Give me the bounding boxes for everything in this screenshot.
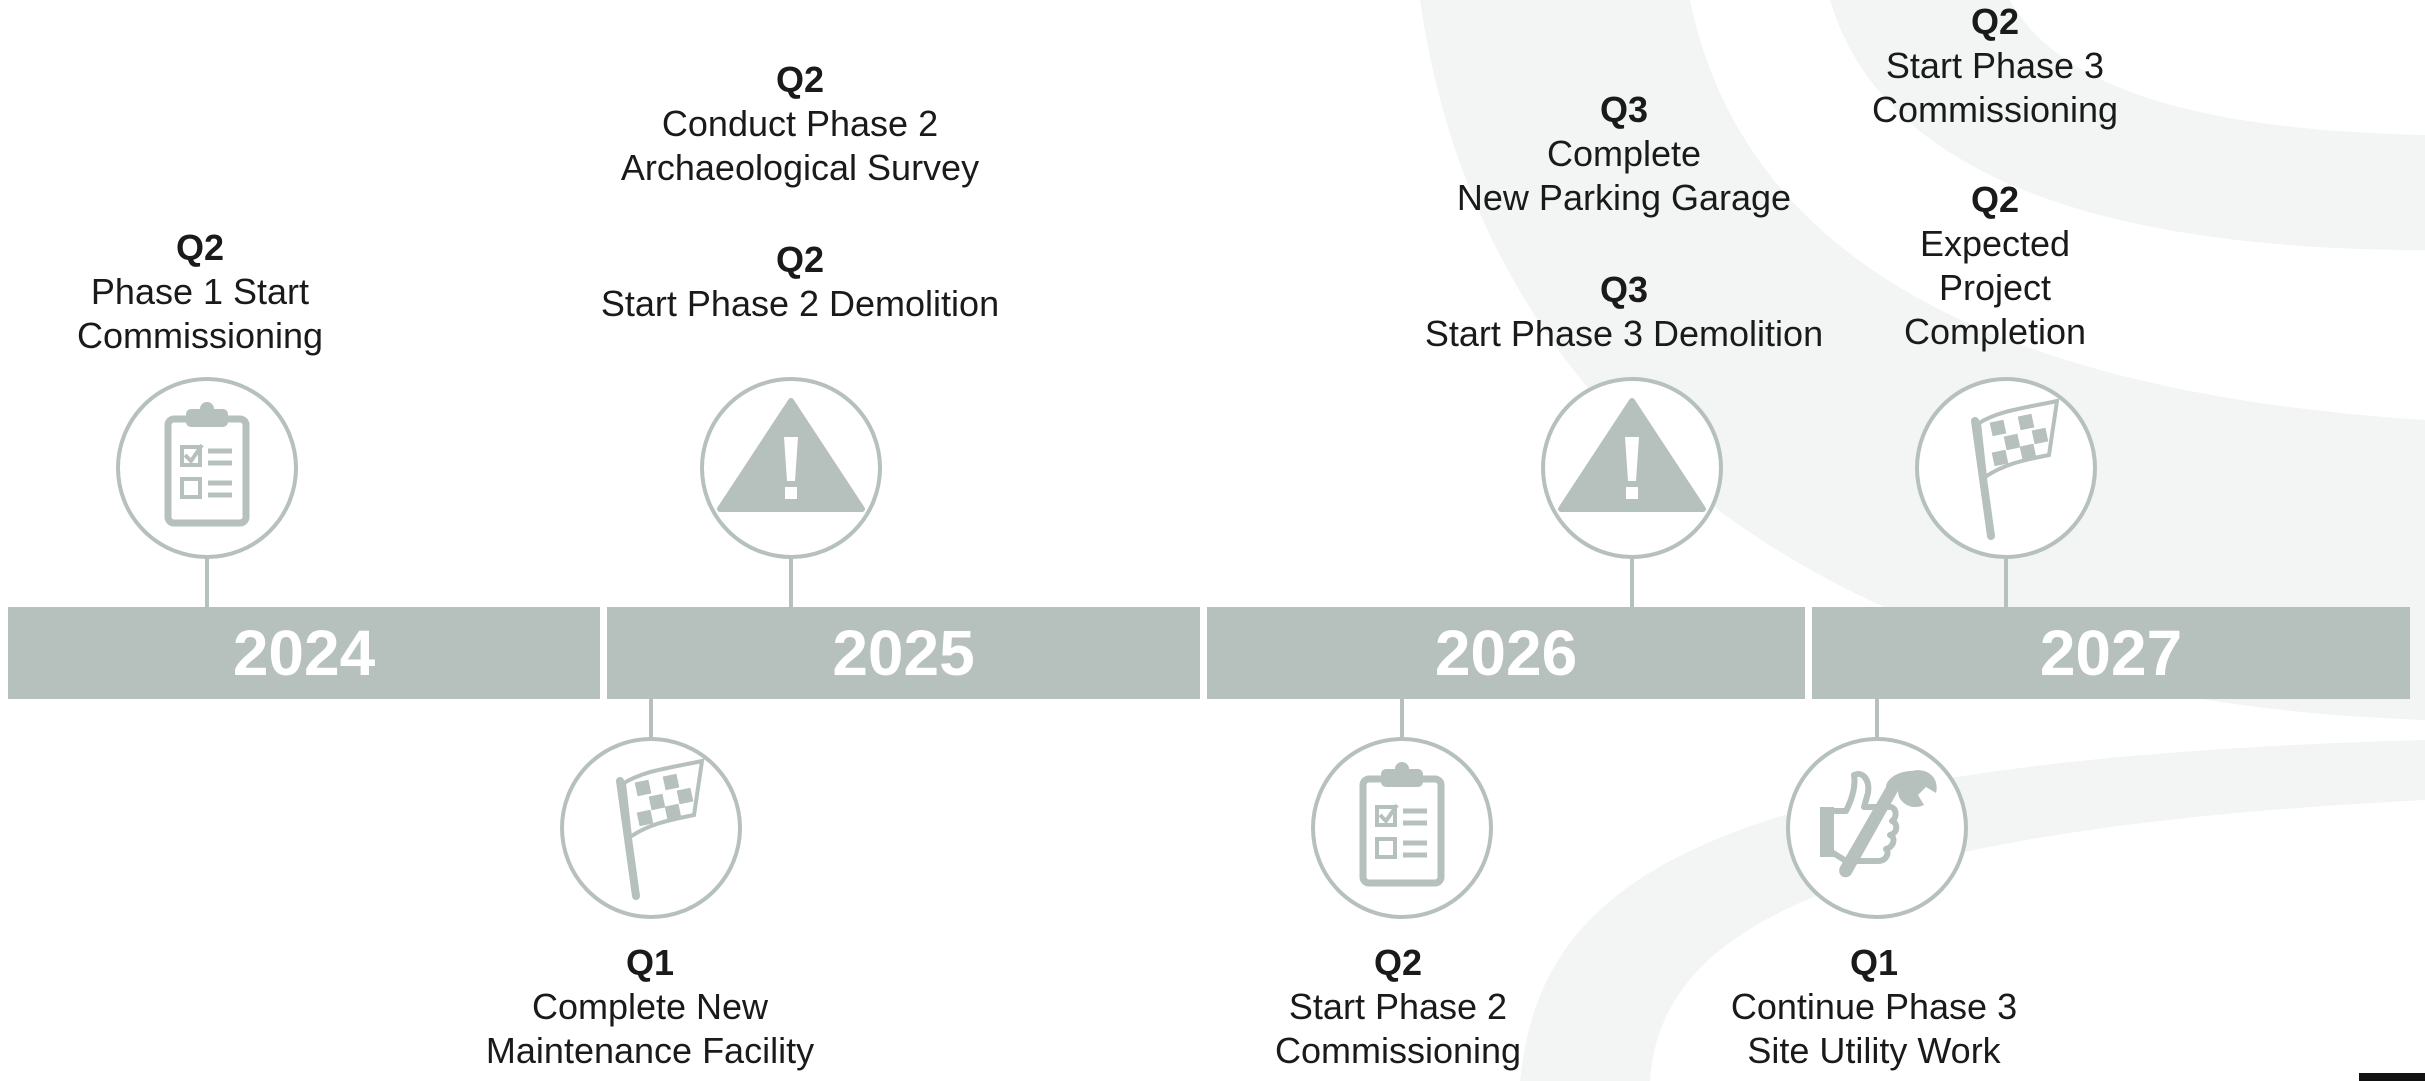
milestone-icon-circle	[116, 377, 298, 559]
milestone-icon-circle	[700, 377, 882, 559]
year-bar-2027: 2027	[1812, 607, 2410, 699]
connector-line	[205, 555, 209, 607]
connector-line	[2004, 555, 2008, 607]
milestone-text: Start Phase 3 Demolition	[1424, 313, 1824, 354]
milestone-quarter: Q3	[1599, 269, 1649, 310]
connector-line	[1630, 555, 1634, 607]
milestone-text: Start Phase 2 Demolition	[600, 283, 1000, 324]
milestone-label: Q2 Start Phase 2 Demolition	[560, 238, 1040, 326]
milestone-label: Q2 Start Phase 3 Commissioning	[1755, 0, 2235, 132]
milestone-quarter: Q1	[625, 942, 675, 983]
milestone-label: Q3 Start Phase 3 Demolition	[1384, 268, 1864, 356]
milestone-quarter: Q3	[1599, 89, 1649, 130]
milestone-text: Expected Project Completion	[1903, 223, 2087, 352]
warning-triangle-icon	[1558, 398, 1706, 512]
milestone-text: Complete New Parking Garage	[1456, 133, 1792, 218]
milestone-label: Q1 Complete New Maintenance Facility	[410, 941, 890, 1073]
connector-line	[789, 555, 793, 607]
year-bar-2025: 2025	[607, 607, 1200, 699]
milestone-label: Q3 Complete New Parking Garage	[1384, 88, 1864, 220]
year-bar-2026: 2026	[1207, 607, 1805, 699]
thumbs-up-wrench-icon	[1820, 770, 1937, 878]
milestone-text: Start Phase 3 Commissioning	[1871, 45, 2119, 130]
milestone-label: Q1 Continue Phase 3 Site Utility Work	[1634, 941, 2114, 1073]
milestone-quarter: Q2	[1970, 1, 2020, 42]
milestone-icon-circle	[560, 737, 742, 919]
milestone-text: Phase 1 Start Commissioning	[76, 271, 324, 356]
milestone-text: Conduct Phase 2 Archaeological Survey	[620, 103, 980, 188]
milestone-quarter: Q1	[1849, 942, 1899, 983]
milestone-icon-circle	[1786, 737, 1968, 919]
milestone-quarter: Q2	[175, 227, 225, 268]
milestone-icon-circle	[1915, 377, 2097, 559]
milestone-label: Q2 Start Phase 2 Commissioning	[1158, 941, 1638, 1073]
milestone-icon-circle	[1311, 737, 1493, 919]
milestone-quarter: Q2	[775, 59, 825, 100]
milestone-text: Continue Phase 3 Site Utility Work	[1730, 986, 2018, 1071]
milestone-text: Start Phase 2 Commissioning	[1274, 986, 1522, 1071]
milestone-quarter: Q2	[775, 239, 825, 280]
milestone-quarter: Q2	[1373, 942, 1423, 983]
milestone-label: Q2 Conduct Phase 2 Archaeological Survey	[560, 58, 1040, 190]
milestone-icon-circle	[1541, 377, 1723, 559]
connector-line	[1875, 699, 1879, 747]
milestone-text: Complete New Maintenance Facility	[485, 986, 815, 1071]
year-bar-2024: 2024	[8, 607, 600, 699]
clipboard-checklist-icon	[164, 402, 250, 527]
milestone-label: Q2 Expected Project Completion	[1755, 178, 2235, 354]
connector-line	[649, 699, 653, 747]
corner-mark	[2359, 1073, 2425, 1081]
clipboard-checklist-icon	[1359, 762, 1445, 887]
checkered-flag-icon	[616, 758, 705, 900]
warning-triangle-icon	[717, 398, 865, 512]
milestone-label: Q2 Phase 1 Start Commissioning	[0, 226, 440, 358]
connector-line	[1400, 699, 1404, 747]
checkered-flag-icon	[1971, 398, 2060, 540]
milestone-quarter: Q2	[1970, 179, 2020, 220]
